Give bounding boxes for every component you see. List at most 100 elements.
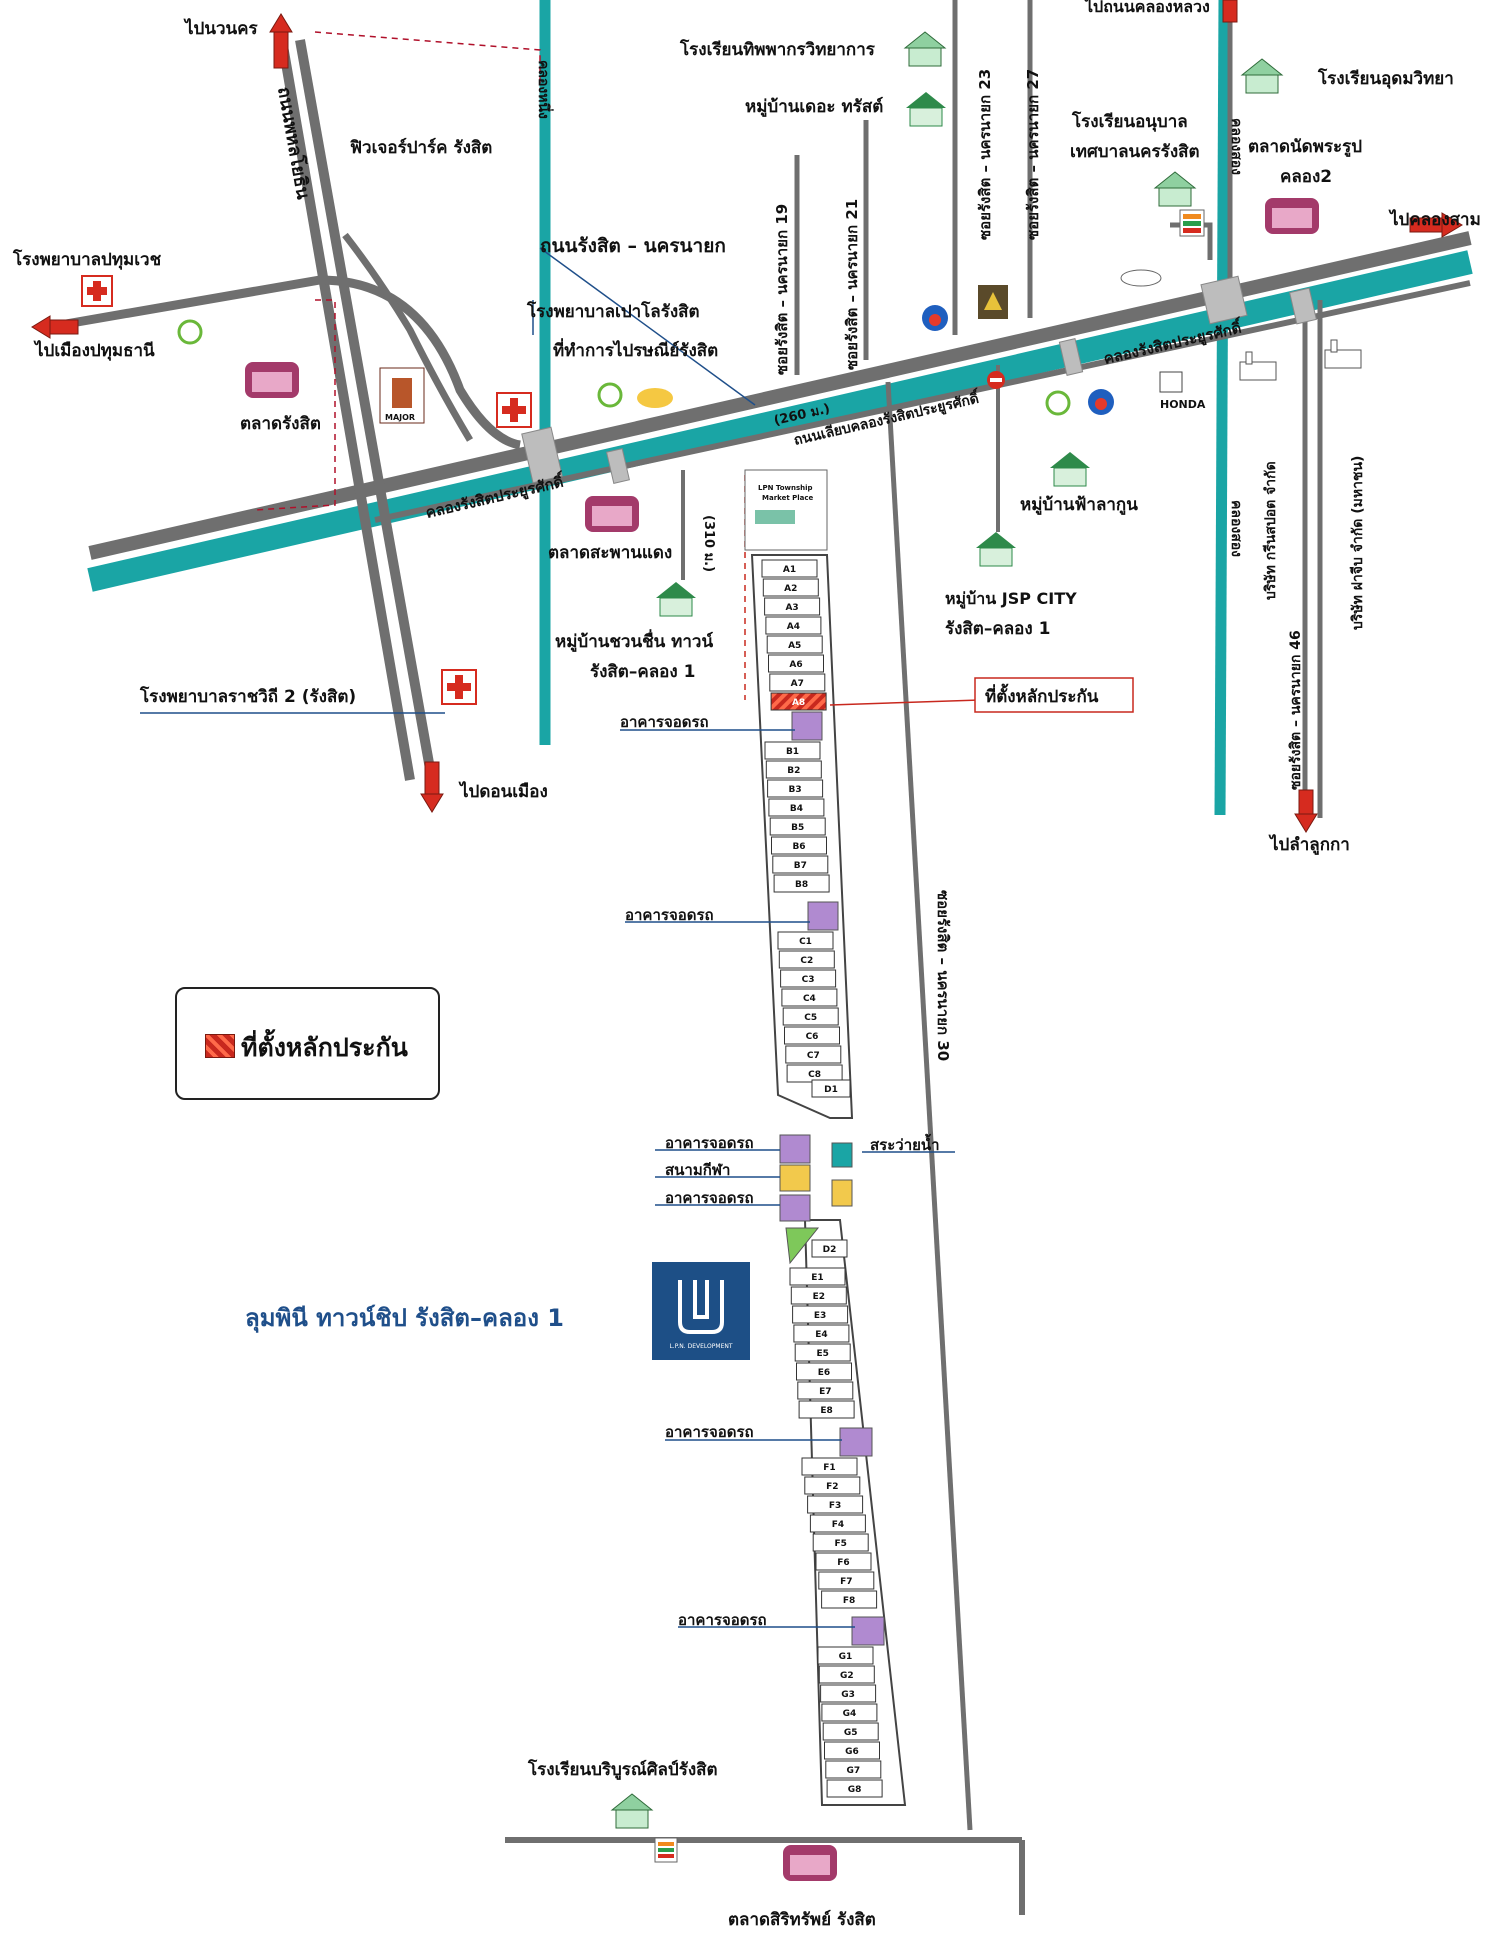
building-label: B4 [790, 804, 803, 814]
seven-eleven-icon [1179, 209, 1205, 237]
building-block [798, 1400, 855, 1419]
label-soi-19: ซอยรังสิต – นครนายก 19 [773, 204, 791, 375]
building-label: G2 [840, 1671, 854, 1681]
building-block [764, 597, 821, 616]
building-block [821, 1590, 878, 1609]
building-label: B8 [795, 880, 808, 890]
bangchak-icon [177, 319, 203, 345]
bank-icon [978, 285, 1008, 319]
building-label: C6 [806, 1032, 819, 1042]
building-block [811, 1079, 851, 1098]
gas-station-icon [922, 305, 948, 331]
road-phahon-yothin-1 [277, 39, 415, 781]
school-icon [1153, 171, 1197, 207]
building-label: A5 [788, 641, 801, 651]
bangchak-icon [597, 382, 623, 408]
label-school-udom: โรงเรียนอุดมวิทยา [1317, 68, 1454, 89]
building-block [765, 616, 822, 635]
building-block [782, 1007, 839, 1026]
label-stadium: สนามกีฬา [665, 1161, 730, 1179]
road-frontage [374, 280, 1471, 523]
label-talat-phra-rup-2: คลอง2 [1280, 167, 1332, 187]
hospital-icons [81, 275, 532, 705]
building-block [769, 817, 826, 836]
label-green-spot: บริษัท กรีนสปอต จำกัด [1263, 461, 1279, 600]
building-label: F5 [834, 1539, 846, 1549]
label-school-anuban-1: โรงเรียนอนุบาล [1071, 111, 1188, 132]
building-label: A8 [792, 698, 805, 708]
label-parking: อาคารจอดรถ [620, 713, 709, 731]
building-block [807, 1495, 864, 1514]
building-label: B1 [786, 747, 799, 757]
green-area [785, 1227, 820, 1265]
building-block [817, 1646, 874, 1665]
building-label: E3 [814, 1311, 826, 1321]
label-khlong-song-2: คลองสอง [1228, 500, 1244, 557]
label-talat-rangsit: ตลาดรังสิต [240, 414, 321, 434]
label-talat-saphan-daeng: ตลาดสะพานแดง [548, 543, 672, 563]
building-block [765, 760, 822, 779]
hospital-icon [81, 275, 113, 307]
building-label: A3 [785, 603, 798, 613]
building-block [824, 1741, 880, 1760]
building-blocks: A1A2A3A4A5A6A7A8B1B2B3B4B5B6B7B8C1C2C3C4… [761, 559, 883, 1798]
building-label: B7 [794, 861, 807, 871]
label-parking: อาคารจอดรถ [625, 906, 714, 924]
building-block [784, 1026, 840, 1045]
school-icon [903, 31, 947, 67]
building-block [812, 1533, 869, 1552]
building-label: G4 [843, 1709, 857, 1719]
label-future-park: ฟิวเจอร์ปาร์ค รังสิต [350, 137, 492, 158]
road-soi-30 [885, 381, 973, 1831]
building-label: E7 [819, 1387, 831, 1397]
building-label: C2 [800, 956, 813, 966]
building-block [773, 874, 830, 893]
project-site: A1A2A3A4A5A6A7A8B1B2B3B4B5B6B7B8C1C2C3C4… [750, 554, 907, 1806]
building-label: C1 [799, 937, 812, 947]
arrow-to-khlong-luang [1222, 0, 1238, 23]
label-to-mueang-pathum: ไปเมืองปทุมธานี [33, 340, 155, 361]
label-parking: อาคารจอดรถ [678, 1611, 767, 1629]
label-village-chuanchuen-1: หมู่บ้านชวนชื่น ทาวน์ [555, 629, 713, 653]
building-block [821, 1703, 878, 1722]
label-pool: สระว่ายน้ำ [870, 1133, 940, 1154]
building-label: B6 [792, 842, 805, 852]
building-block [825, 1760, 882, 1779]
building-block [797, 1381, 854, 1400]
arrow-to-don-mueang [424, 761, 440, 797]
label-major: MAJOR [385, 413, 415, 422]
building-block [794, 1343, 851, 1362]
stadium [831, 1179, 853, 1207]
hospital-icon [441, 669, 477, 705]
road-future-ramp [342, 232, 474, 442]
village-icon [906, 92, 946, 127]
building-label: A1 [783, 565, 796, 575]
building-block [818, 1571, 875, 1590]
label-talat-sirirat: ตลาดสิริทรัพย์ รังสิต [728, 1909, 876, 1930]
label-honda: HONDA [1160, 398, 1206, 411]
building-block [766, 635, 823, 654]
building-block [767, 779, 824, 798]
label-school-anuban-2: เทศบาลนครรังสิต [1070, 142, 1200, 162]
label-to-don-mueang: ไปดอนเมือง [458, 781, 548, 802]
building-label: C3 [802, 975, 815, 985]
label-parking: อาคารจอดรถ [665, 1134, 754, 1152]
label-to-khlong-luang: ไปถนนคลองหลวง [1083, 0, 1210, 16]
parking-building [779, 1194, 811, 1222]
school-icon [610, 1793, 654, 1829]
building-block [815, 1552, 872, 1571]
label-school-boriboon: โรงเรียนบริบูรณ์ศิลป์รังสิต [527, 1759, 718, 1781]
building-block [793, 1324, 850, 1343]
hospital-icon [496, 392, 532, 428]
parking-building [779, 1134, 811, 1164]
market-icon [1265, 198, 1319, 234]
building-block [762, 578, 819, 597]
direction-arrows [31, 0, 1463, 833]
market-icon [783, 1845, 837, 1881]
building-block [768, 654, 824, 673]
label-soi-46: ซอยรังสิต – นครนายก 46 [1288, 630, 1304, 790]
building-block [777, 931, 834, 950]
school-icon [1240, 58, 1284, 94]
building-label: G6 [845, 1747, 859, 1757]
building-label: G3 [841, 1690, 855, 1700]
